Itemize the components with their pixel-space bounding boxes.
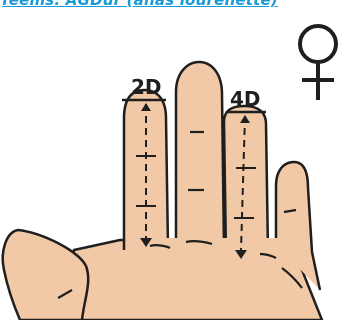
- ring-finger: [224, 106, 268, 254]
- label-2d: 2D: [131, 75, 162, 99]
- middle-finger: [176, 62, 224, 250]
- thumb: [3, 230, 88, 320]
- female-symbol-icon: [300, 26, 336, 100]
- label-4d: 4D: [230, 87, 261, 111]
